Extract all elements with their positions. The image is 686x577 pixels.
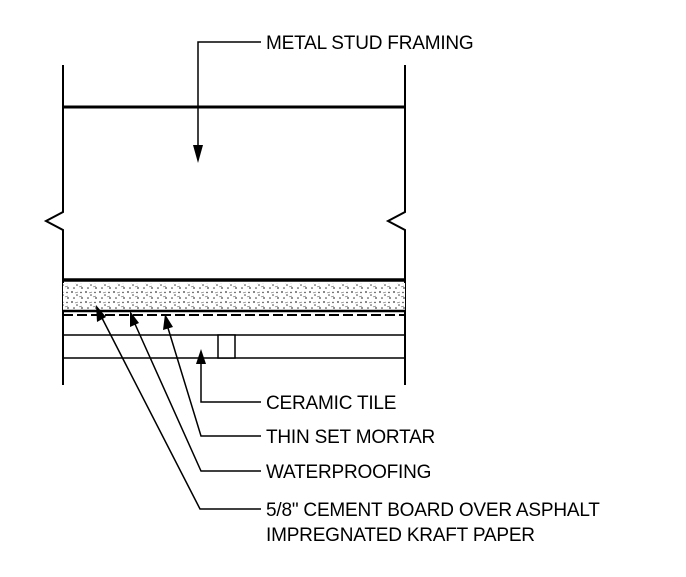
metal-stud-arrowhead xyxy=(193,145,203,163)
tile-grout-joint xyxy=(217,334,236,359)
waterproofing-leader xyxy=(134,323,261,472)
wall-right-edge xyxy=(385,65,406,385)
cement-board-leader xyxy=(101,317,261,510)
metal-stud-framing-label: METAL STUD FRAMING xyxy=(266,33,474,54)
thin-set-leader xyxy=(167,327,261,437)
cement-board-arrowhead xyxy=(96,305,106,322)
ceramic-tile-label: CERAMIC TILE xyxy=(266,393,396,414)
ceramic-tile-arrowhead xyxy=(196,349,206,364)
thin-set-mortar-label: THIN SET MORTAR xyxy=(266,427,435,448)
cement-board-layer xyxy=(63,283,405,310)
waterproofing-arrowhead xyxy=(130,311,139,327)
waterproofing-label: WATERPROOFING xyxy=(266,462,431,483)
ceramic-tile-leader xyxy=(200,362,261,403)
cement-board-label-line2: IMPREGNATED KRAFT PAPER xyxy=(266,525,535,546)
cement-board-label-line1: 5/8" CEMENT BOARD OVER ASPHALT xyxy=(266,500,600,521)
thin-set-arrowhead xyxy=(163,314,173,330)
metal-stud-leader xyxy=(197,41,261,150)
wall-left-edge xyxy=(43,65,64,385)
